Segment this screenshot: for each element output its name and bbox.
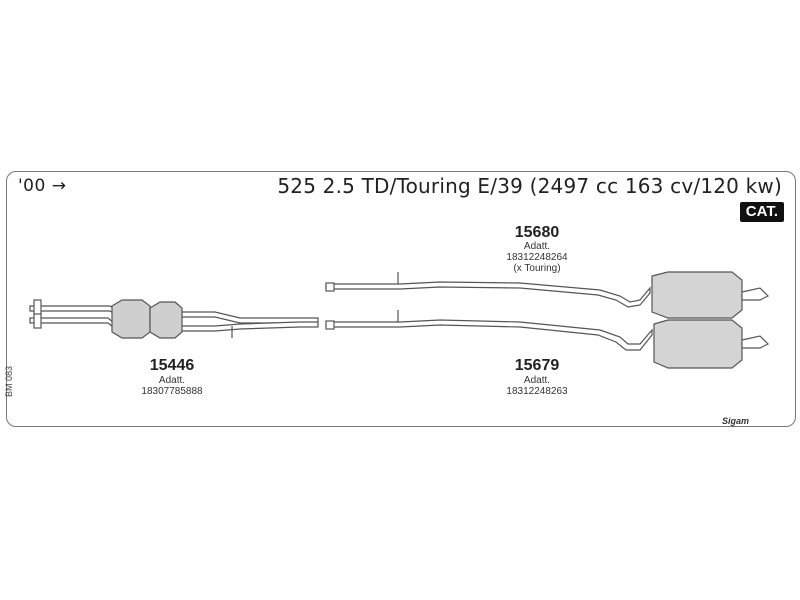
brand-logo: Sigam (722, 416, 750, 426)
rear-lower-tube (325, 319, 653, 351)
rear-lower-muffler (653, 319, 743, 369)
part-code-15680: 18312248264 (506, 252, 568, 263)
rear-lower-tailpipe (741, 335, 770, 349)
part-note-15680: (x Touring) (513, 263, 561, 274)
part-adapt-label-15679: Adatt. (523, 375, 551, 386)
rear-upper-tailpipe (741, 287, 770, 301)
vehicle-title: 525 2.5 TD/Touring E/39 (2497 cc 163 cv/… (277, 174, 782, 198)
part-adapt-label-15446: Adatt. (158, 375, 186, 386)
front-pipe-15446 (29, 299, 319, 339)
rear-pipe-15679 (325, 310, 770, 369)
part-code-15446: 18307785888 (141, 386, 203, 397)
cat-badge: CAT. (739, 202, 784, 222)
year-range: '00 → (18, 176, 67, 196)
rear-upper-tube (325, 281, 651, 308)
part-number-15679: 15679 (514, 357, 560, 374)
rear-upper-muffler (651, 271, 743, 319)
front-pipe-flange-lower (33, 313, 42, 329)
diagram-code: BM 083 (4, 365, 14, 397)
rear-lower-inlet (325, 320, 335, 330)
rear-pipe-15680 (325, 271, 770, 319)
catalytic-converter-1 (111, 299, 151, 339)
catalytic-converter-2 (149, 301, 183, 339)
part-code-15679: 18312248263 (506, 386, 568, 397)
rear-upper-inlet (325, 282, 335, 292)
part-number-15680: 15680 (514, 224, 560, 241)
part-adapt-label-15680: Adatt. (523, 241, 551, 252)
part-number-15446: 15446 (149, 357, 195, 374)
